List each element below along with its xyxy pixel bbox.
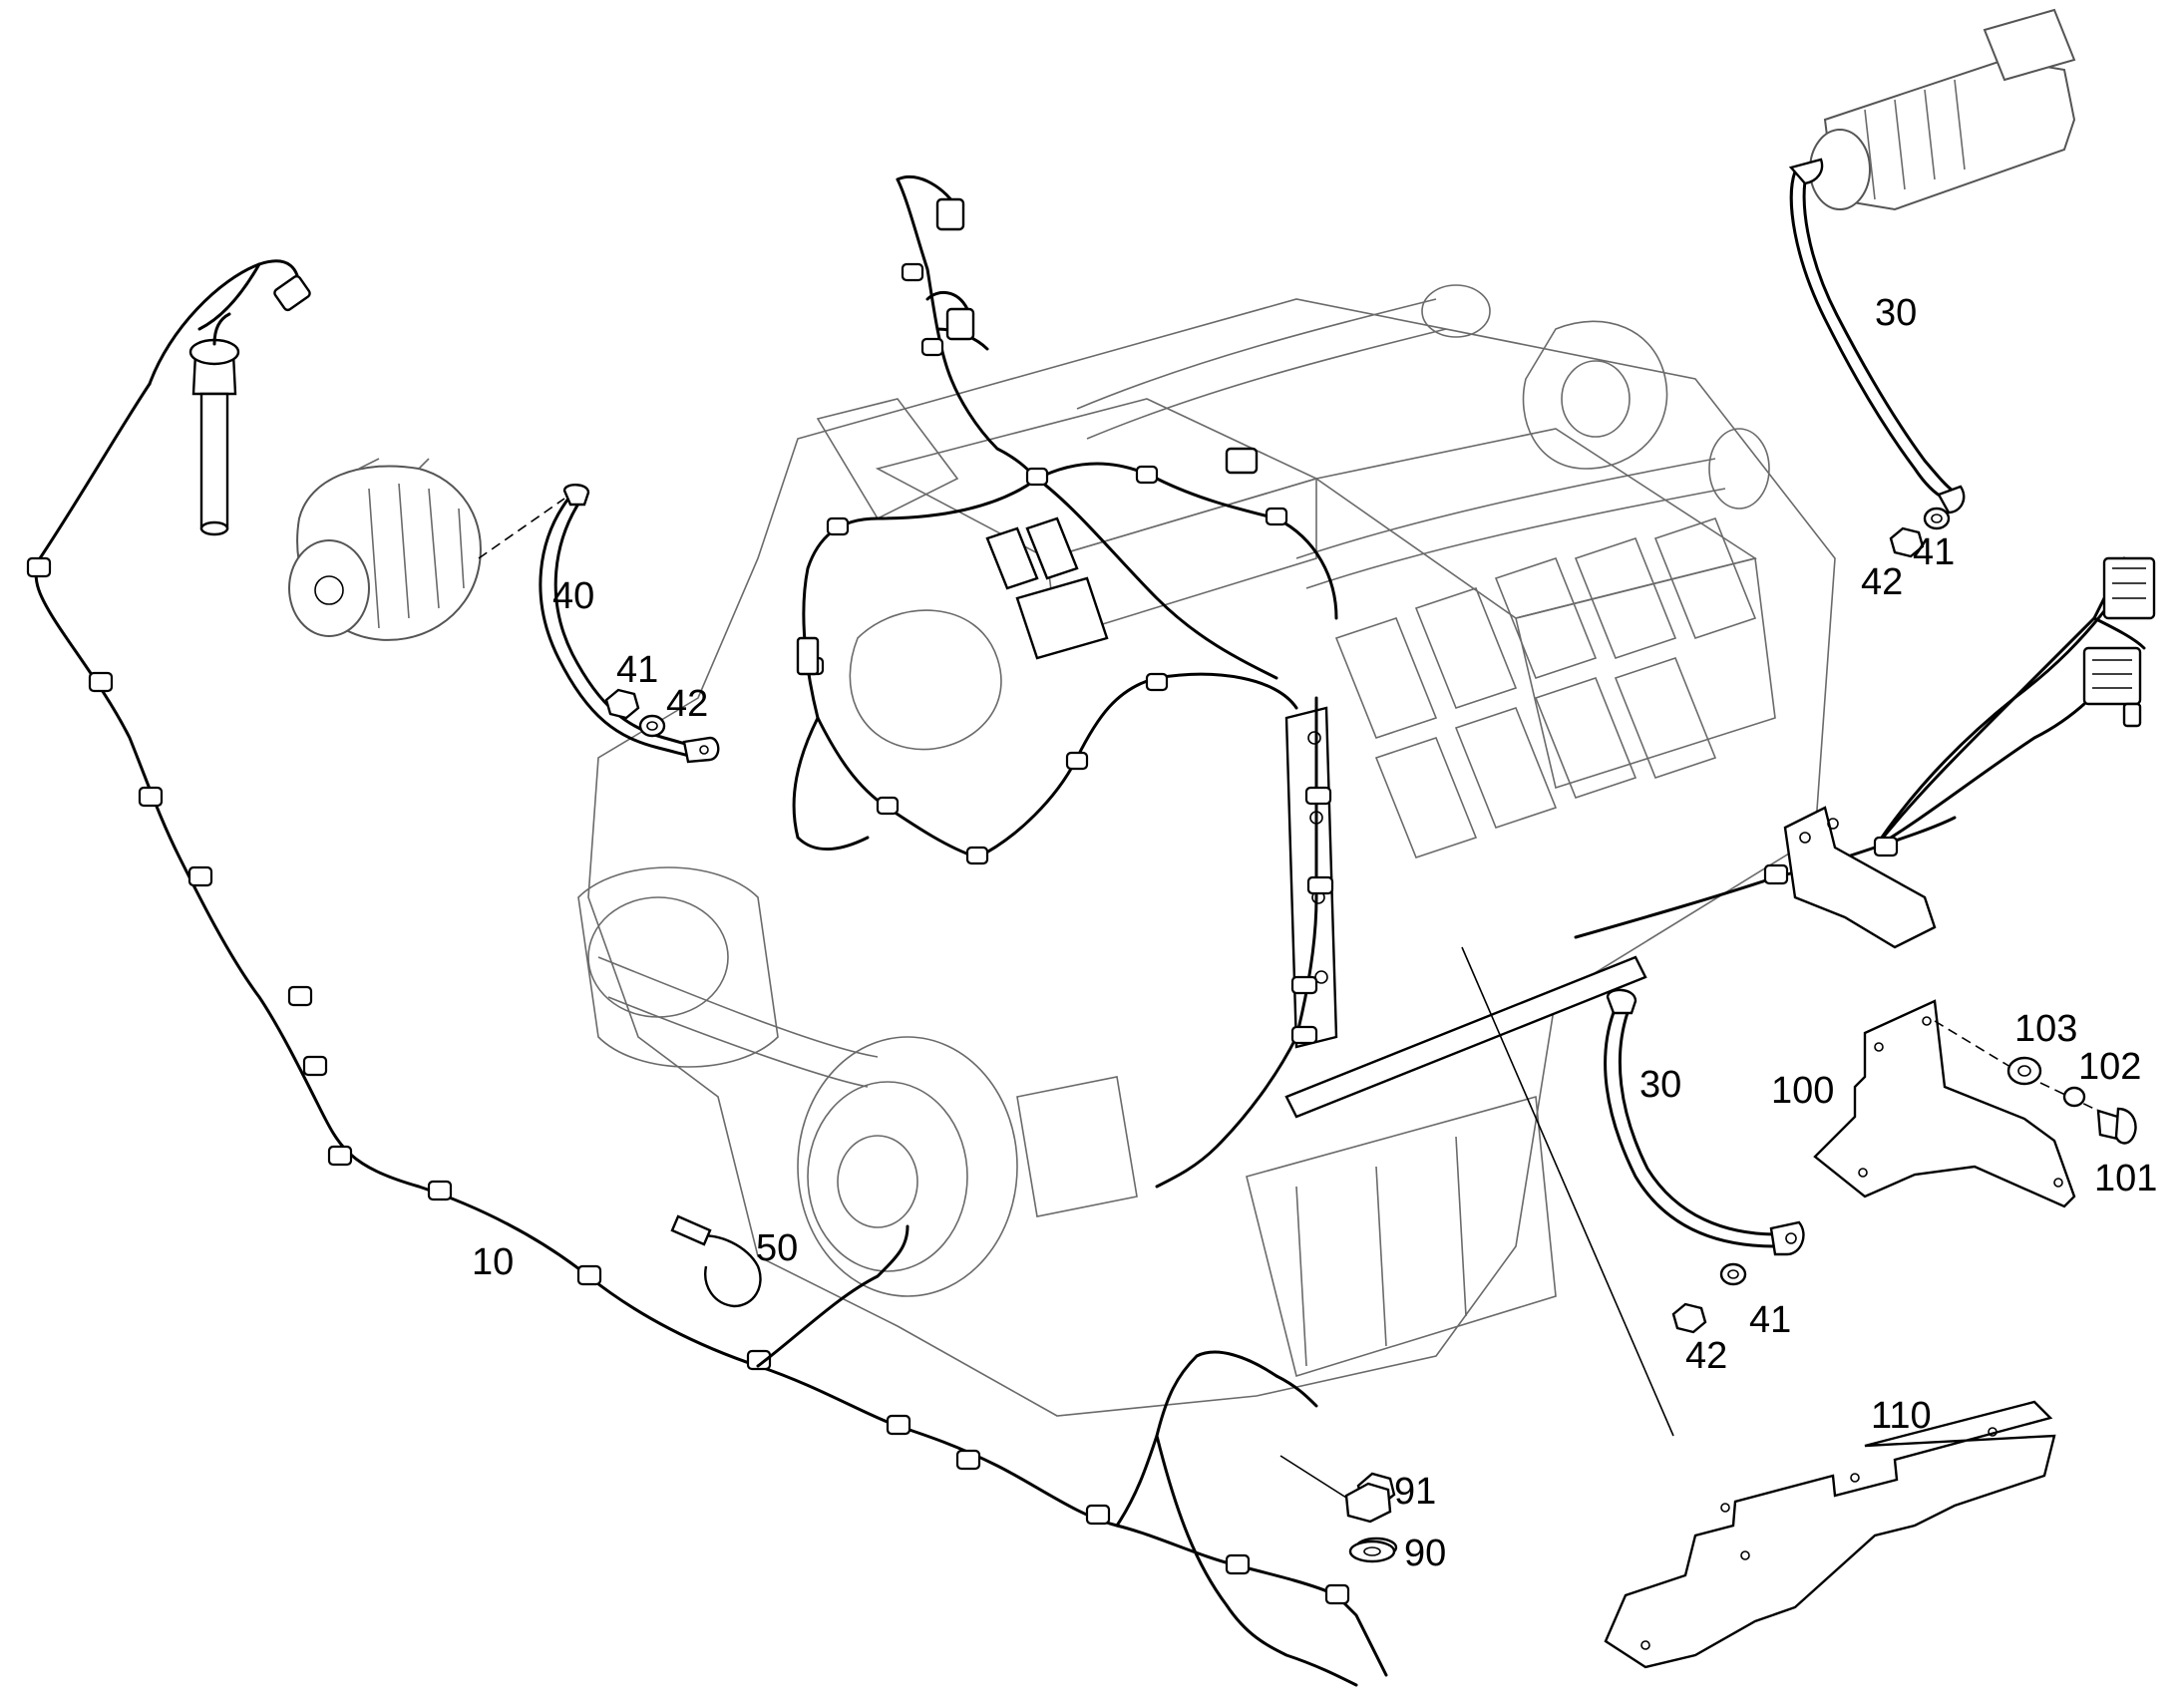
alternator-illustration (288, 458, 482, 641)
callout-91: 91 (1394, 1471, 1436, 1513)
callout-41-a: 41 (616, 649, 658, 691)
callout-41-c: 41 (1749, 1299, 1791, 1341)
cable-tie-icon (670, 1214, 762, 1308)
washer-icon (1348, 1539, 1396, 1563)
callout-41-b: 41 (1913, 531, 1955, 573)
mounting-bracket-illustration (1604, 1400, 2056, 1669)
mounting-bracket-illustration (1813, 999, 2137, 1208)
wiring-harness-illustration (26, 174, 2156, 1687)
battery-cable-illustration (1788, 158, 1966, 514)
sensor-probe-illustration (188, 312, 240, 536)
callout-110: 110 (1871, 1395, 1932, 1437)
mounting-bracket-illustration (1783, 806, 1937, 949)
callout-42-c: 42 (1685, 1335, 1727, 1377)
callout-labels: 10 30 30 40 41 42 41 42 41 42 50 90 91 1… (472, 292, 2157, 1574)
battery-cable-illustration (1604, 988, 1805, 1256)
callout-102: 102 (2078, 1046, 2141, 1088)
callout-50: 50 (756, 1227, 798, 1269)
callout-103: 103 (2014, 1008, 2077, 1050)
callout-10: 10 (472, 1241, 514, 1283)
callout-90: 90 (1404, 1533, 1446, 1574)
callout-42-b: 42 (1861, 561, 1903, 603)
callout-42-a: 42 (666, 683, 708, 725)
callout-30-top: 30 (1875, 292, 1917, 334)
starter-motor-illustration (1809, 8, 2076, 211)
hex-nut-icon (1344, 1482, 1392, 1524)
callout-101: 101 (2094, 1158, 2157, 1199)
callout-40: 40 (552, 575, 594, 617)
leader-lines (1279, 946, 1674, 1499)
callout-30-mid: 30 (1639, 1064, 1681, 1106)
callout-100: 100 (1771, 1070, 1834, 1112)
battery-cable-illustration (478, 484, 720, 764)
